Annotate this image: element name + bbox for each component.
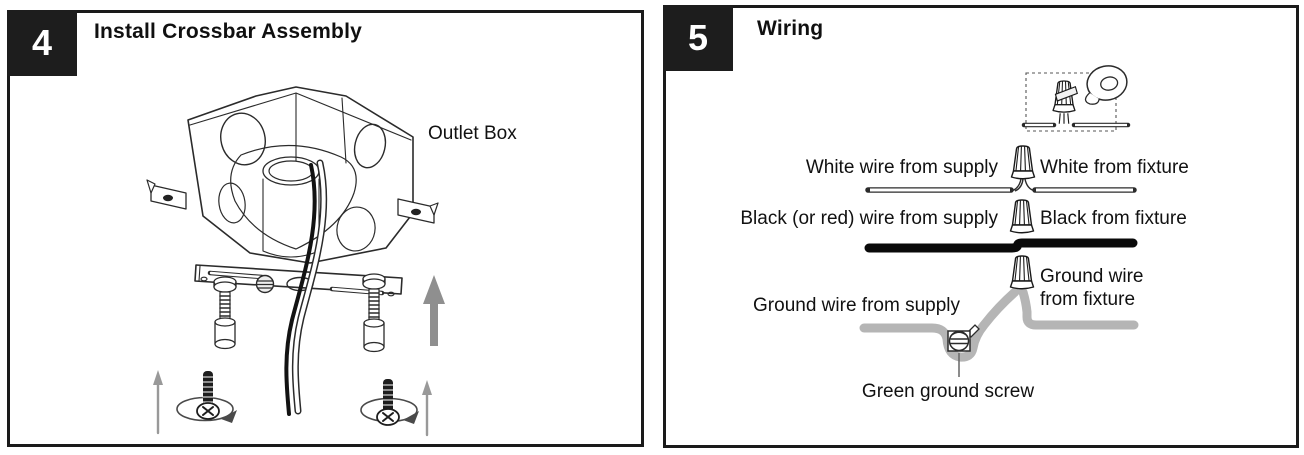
- crossbar-drawing: [194, 264, 403, 297]
- wire-nut-icon: [1009, 255, 1035, 290]
- supply-cable-drawing: [284, 159, 328, 416]
- black-supply-label: Black (or red) wire from supply: [740, 208, 998, 229]
- step4-badge: 4: [7, 10, 77, 76]
- white-wire: [865, 145, 1137, 193]
- wire-nut-icon: [1009, 199, 1035, 234]
- outlet-box-drawing: [146, 86, 439, 264]
- white-fixture-label: White from fixture: [1040, 157, 1189, 178]
- mounting-ear-left: [146, 179, 187, 210]
- ground-screw-icon: [947, 324, 980, 352]
- crossbar-assembly-illustration: [146, 86, 445, 437]
- green-ground-screw-label: Green ground screw: [861, 381, 1035, 402]
- ground-wire: [859, 255, 1139, 377]
- step5-panel: 5 Wiring: [663, 5, 1299, 448]
- mounting-bolt-left: [213, 276, 237, 350]
- wire-nut-icon: [1010, 145, 1036, 180]
- wire-nut-icon: [1052, 80, 1078, 124]
- step5-number: 5: [687, 17, 709, 58]
- ceiling-screw-left: [153, 370, 237, 435]
- ground-fixture-label: Ground wire from fixture: [1040, 266, 1144, 311]
- ground-supply-label: Ground wire from supply: [753, 295, 960, 316]
- step4-panel: 4 Install Crossbar Assembly: [7, 10, 644, 447]
- black-fixture-label: Black from fixture: [1040, 208, 1187, 229]
- ceiling-screw-right: [360, 379, 432, 437]
- step5-title: Wiring: [757, 17, 824, 40]
- electrical-tape-roll-icon: [1084, 65, 1128, 105]
- black-wire: [864, 199, 1138, 253]
- white-supply-label: White wire from supply: [805, 157, 998, 178]
- step4-title: Install Crossbar Assembly: [94, 20, 362, 43]
- mounting-bolt-right: [362, 273, 386, 353]
- up-arrow-icon: [423, 275, 445, 346]
- wiring-diagram: [859, 65, 1139, 377]
- step4-number: 4: [31, 22, 53, 63]
- step5-badge: 5: [663, 5, 733, 71]
- tape-detail-inset: [1021, 65, 1131, 132]
- outlet-box-label: Outlet Box: [428, 123, 517, 144]
- mounting-ear-right: [397, 198, 439, 224]
